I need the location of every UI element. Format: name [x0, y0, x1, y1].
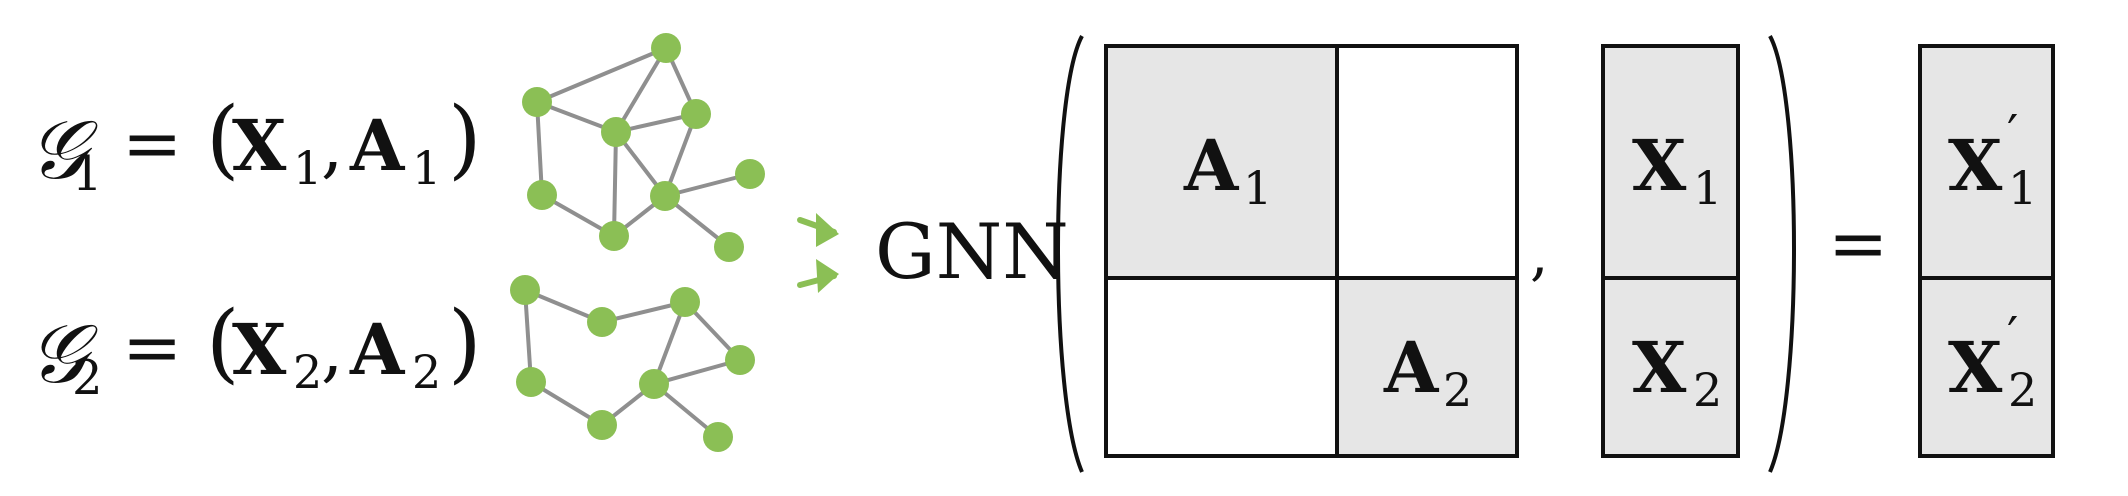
large-left-parenthesis [1056, 35, 1084, 473]
graph-two-feature-symbol: X [232, 308, 287, 391]
graph-two-subscript: 2 [72, 350, 103, 406]
large-right-parenthesis [1768, 35, 1796, 473]
graph-two-node [703, 422, 733, 452]
comma-separator: , [1530, 220, 1548, 288]
arrows-to-gnn [797, 213, 839, 293]
graph-one-node [601, 117, 631, 147]
graph-two-node [725, 345, 755, 375]
matrix-a2-subscript: 2 [1443, 363, 1472, 417]
graph-one-edge [612, 130, 618, 238]
graph-two-node [516, 367, 546, 397]
graph-two-feature-subscript: 2 [293, 345, 322, 399]
graph-two-symbol: 𝒢 [28, 307, 98, 402]
graph-one-edge [535, 46, 668, 104]
feature-x1-symbol: X [1632, 124, 1687, 207]
graph-one-node [714, 232, 744, 262]
feature-cell-top [1601, 44, 1740, 280]
feature-vector: X 1 X 2 [1601, 44, 1740, 458]
graph-one-adjacency-symbol: A [349, 104, 406, 187]
graph-one-comma: , [321, 105, 343, 187]
graph-one-edge [614, 46, 668, 134]
matrix-cell-top-left [1104, 44, 1339, 280]
graph-one-node [735, 159, 765, 189]
output-x2-symbol: X [1948, 326, 2003, 409]
graph-one-feature-subscript: 1 [293, 141, 322, 195]
graph-two-equals: = [122, 305, 182, 389]
graph-two-adjacency-subscript: 2 [412, 345, 441, 399]
matrix-a1-symbol: A [1183, 124, 1240, 207]
output-x1-prime: ′ [2007, 104, 2018, 162]
feature-x2-symbol: X [1632, 326, 1687, 409]
matrix-cell-bottom-left [1104, 276, 1339, 458]
output-vector: X ′ 1 X ′ 2 [1918, 44, 2055, 458]
graph-two-node [670, 287, 700, 317]
graph-one-symbol: 𝒢 [28, 103, 98, 198]
graph-two-adjacency-symbol: A [349, 308, 406, 391]
graph-two-open-paren: ( [206, 293, 240, 393]
arrow-from-graph-two-icon [797, 259, 839, 293]
output-x1-symbol: X [1948, 124, 2003, 207]
graph-two-node [587, 410, 617, 440]
graph-two-node [587, 307, 617, 337]
graph-one-node [527, 180, 557, 210]
graph-one-equals: = [122, 101, 182, 185]
graph-two-definition: 𝒢 2 = ( X 2 , A 2 ) [28, 293, 482, 406]
graph-one-open-paren: ( [206, 89, 240, 189]
matrix-cell-bottom-right [1335, 276, 1519, 458]
feature-x2-subscript: 2 [1693, 363, 1722, 417]
graph-one-network [522, 33, 765, 262]
equals-sign: = [1828, 201, 1888, 285]
graph-one-node [651, 33, 681, 63]
matrix-a1-subscript: 1 [1243, 161, 1272, 215]
output-cell-bottom [1918, 276, 2055, 458]
graph-one-node [681, 99, 711, 129]
arrow-from-graph-one-icon [797, 213, 839, 247]
graph-one-close-paren: ) [448, 89, 482, 189]
feature-cell-bottom [1601, 276, 1740, 458]
feature-x1-subscript: 1 [1693, 161, 1722, 215]
matrix-cell-top-right [1335, 44, 1519, 280]
output-x2-prime: ′ [2007, 306, 2018, 364]
gnn-label: GNN [875, 207, 1069, 296]
graph-one-node [599, 221, 629, 251]
output-x2-subscript: 2 [2008, 363, 2037, 417]
graph-one-edge [535, 100, 544, 197]
graph-two-network [510, 275, 755, 452]
graph-one-definition: 𝒢 1 = ( X 1 , A 1 ) [28, 89, 482, 202]
graph-two-comma: , [321, 309, 343, 391]
graph-one-node [650, 181, 680, 211]
graph-one-node [522, 87, 552, 117]
output-x1-subscript: 1 [2008, 161, 2037, 215]
matrix-a2-symbol: A [1383, 326, 1440, 409]
block-adjacency-matrix: A 1 A 2 [1104, 44, 1519, 458]
graph-two-node [510, 275, 540, 305]
graph-one-adjacency-subscript: 1 [412, 141, 441, 195]
graph-two-node [639, 369, 669, 399]
graph-one-feature-symbol: X [232, 104, 287, 187]
graph-one-subscript: 1 [72, 146, 103, 202]
graph-two-close-paren: ) [448, 293, 482, 393]
graph-two-edge [523, 288, 533, 384]
